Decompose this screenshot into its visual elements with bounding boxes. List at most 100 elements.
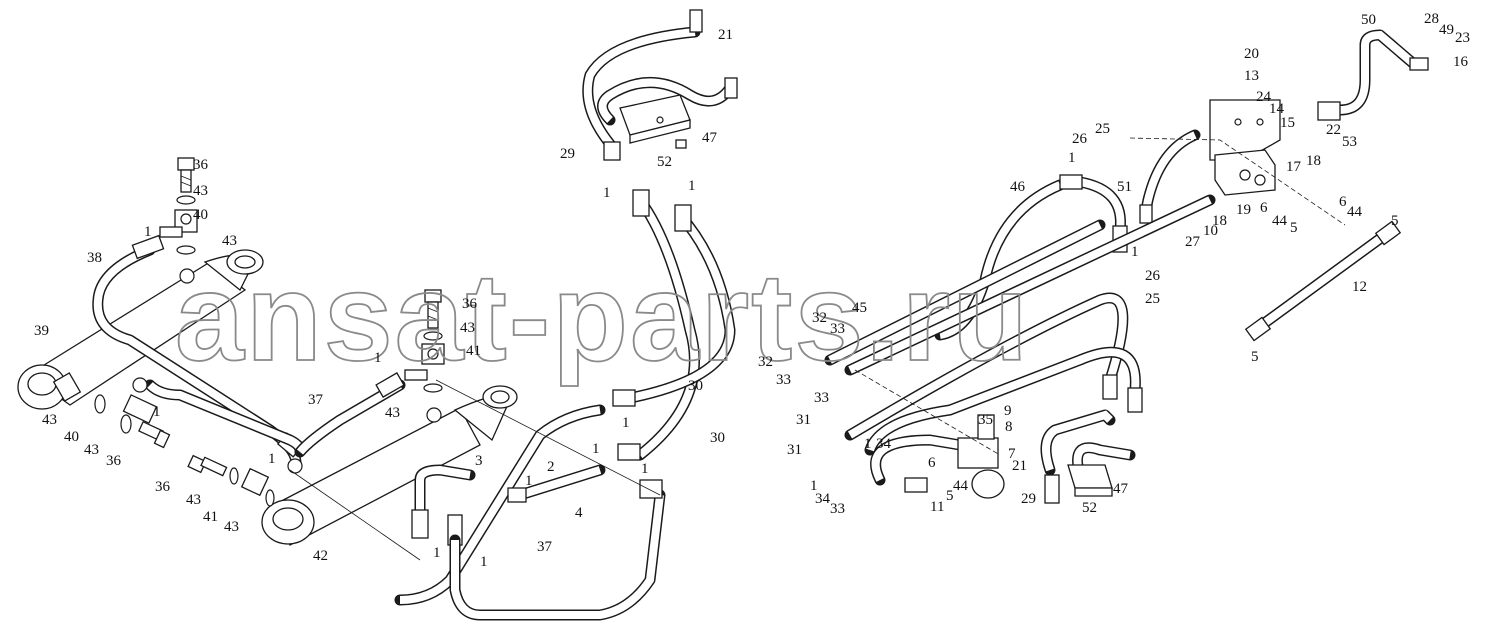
callout-18: 18: [1212, 213, 1227, 229]
callout-1: 1: [603, 185, 611, 201]
assembly-line-4: [435, 379, 661, 496]
callout-34: 34: [876, 436, 892, 452]
callout-22: 22: [1326, 122, 1341, 138]
callout-21: 21: [1012, 458, 1027, 474]
valve-7: [957, 414, 1005, 499]
callout-38: 38: [87, 250, 102, 266]
pipe-50: [1317, 29, 1429, 121]
callout-36: 36: [462, 296, 478, 312]
hose-37-center: [449, 479, 666, 621]
callout-1: 1: [525, 473, 533, 489]
callout-37: 37: [537, 539, 553, 555]
assembly-line-1: [1129, 137, 1346, 226]
callout-39: 39: [34, 323, 49, 339]
callout-44: 44: [1272, 213, 1288, 229]
callout-33: 33: [814, 390, 829, 406]
callout-1: 1: [592, 441, 600, 457]
assembly-line-2: [854, 369, 1001, 456]
callout-6: 6: [928, 455, 936, 471]
callout-27: 27: [1185, 234, 1201, 250]
callout-5: 5: [1251, 349, 1259, 365]
callout-1: 1: [268, 451, 276, 467]
clamp-47-upper: [619, 94, 691, 149]
cylinder-lower-42: [261, 385, 518, 546]
callout-1: 1: [1068, 150, 1076, 166]
callout-26: 26: [1145, 268, 1161, 284]
callout-1: 1: [153, 404, 161, 420]
callout-12: 12: [1352, 279, 1367, 295]
callout-18: 18: [1306, 153, 1321, 169]
callout-50: 50: [1361, 12, 1376, 28]
callout-7: 7: [1008, 446, 1016, 462]
callout-10: 10: [1203, 223, 1218, 239]
callout-29: 29: [560, 146, 575, 162]
bolt-36-middle: [404, 289, 445, 393]
callout-25: 25: [1095, 121, 1110, 137]
callout-33: 33: [776, 372, 791, 388]
callout-43: 43: [42, 412, 57, 428]
callout-36: 36: [155, 479, 171, 495]
callout-6: 6: [1339, 194, 1347, 210]
callout-44: 44: [953, 478, 969, 494]
callout-1: 1: [810, 478, 818, 494]
callout-47: 47: [702, 130, 718, 146]
callout-1: 1: [1131, 244, 1139, 260]
callout-31: 31: [787, 442, 802, 458]
hose-12: [1244, 220, 1402, 342]
callout-11: 11: [930, 499, 944, 515]
callout-13: 13: [1244, 68, 1259, 84]
callout-9: 9: [1004, 403, 1012, 419]
callout-1: 1: [641, 461, 649, 477]
hose-pair-30: [612, 189, 736, 461]
callout-32: 32: [758, 354, 773, 370]
callout-1: 1: [864, 436, 872, 452]
callout-1: 1: [374, 350, 382, 366]
pipe-3: [411, 464, 476, 546]
callout-51: 51: [1117, 179, 1132, 195]
callout-43: 43: [460, 320, 475, 336]
callout-1: 1: [480, 554, 488, 570]
hose-11: [870, 434, 966, 493]
callout-30: 30: [710, 430, 725, 446]
callout-40: 40: [193, 207, 208, 223]
callout-34: 34: [815, 491, 831, 507]
hose-45-group: [824, 194, 1216, 456]
callout-52: 52: [657, 154, 672, 170]
bolt-36-lower-left: [94, 394, 171, 449]
callout-42: 42: [313, 548, 328, 564]
clamp-47-lower: [1067, 464, 1113, 497]
callout-4: 4: [575, 505, 583, 521]
callout-52: 52: [1082, 500, 1097, 516]
callout-33: 33: [830, 501, 845, 517]
callout-20: 20: [1244, 46, 1259, 62]
callout-43: 43: [186, 492, 201, 508]
callout-1: 1: [688, 178, 696, 194]
callout-2: 2: [547, 459, 555, 475]
callout-17: 17: [1286, 159, 1302, 175]
callout-5: 5: [1290, 220, 1298, 236]
callout-19: 19: [1236, 202, 1251, 218]
callout-21: 21: [718, 27, 733, 43]
callout-43: 43: [193, 183, 208, 199]
callout-53: 53: [1342, 134, 1357, 150]
callout-47: 47: [1113, 481, 1129, 497]
callouts: 36 43 40 1 43 38 39 43 40 43 1 36 36 43 …: [34, 11, 1470, 570]
callout-26: 26: [1072, 131, 1088, 147]
valve-block-17: [1214, 149, 1276, 196]
callout-16: 16: [1453, 54, 1469, 70]
callout-24: 24: [1256, 89, 1272, 105]
callout-1: 1: [144, 224, 152, 240]
callout-46: 46: [1010, 179, 1026, 195]
callout-43: 43: [385, 405, 400, 421]
callout-6: 6: [1260, 200, 1268, 216]
callout-30: 30: [688, 378, 703, 394]
watermark-text: ansat-parts.ru: [175, 249, 1030, 387]
bolt-36-top: [159, 157, 198, 255]
callout-29: 29: [1021, 491, 1036, 507]
callout-3: 3: [475, 453, 483, 469]
callout-36: 36: [106, 453, 122, 469]
callout-15: 15: [1280, 115, 1295, 131]
callout-37: 37: [308, 392, 324, 408]
